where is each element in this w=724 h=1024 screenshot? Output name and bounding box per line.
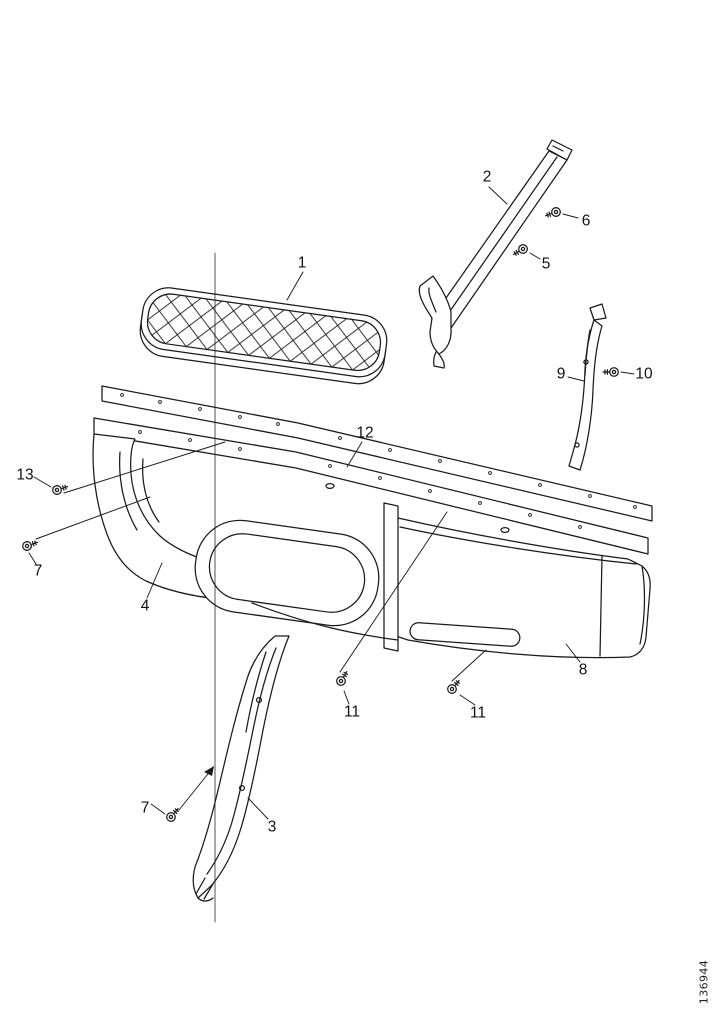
drawing-number: 136944 (697, 959, 711, 1005)
part-bumper-end-cap (395, 517, 651, 659)
screw-icon-6 (543, 205, 563, 221)
part-lower-bracket (192, 635, 290, 902)
callout-2: 2 (482, 168, 492, 186)
part-mounting-rail (101, 385, 653, 522)
callout-4: 4 (140, 597, 150, 615)
part-side-bracket-right (568, 303, 607, 471)
callout-8: 8 (578, 661, 588, 679)
screw-icon-7-left (20, 537, 40, 553)
part-step-opening-ring (194, 519, 380, 627)
callout-10: 10 (635, 365, 653, 383)
callout-12: 12 (356, 424, 374, 442)
callout-9: 9 (556, 365, 566, 383)
callout-7-left: 7 (33, 562, 43, 580)
callout-5: 5 (541, 255, 551, 273)
bolt-icon-10 (602, 367, 619, 377)
bolt-icon-11-right (445, 677, 463, 696)
part-upper-rail (418, 139, 573, 369)
callout-11-right: 11 (469, 704, 487, 722)
callout-13: 13 (16, 466, 34, 484)
callout-7-bottom: 7 (140, 799, 150, 817)
screw-icon-13 (50, 481, 70, 497)
leader-lines (28, 186, 635, 820)
bolt-icon-11-left (334, 668, 352, 688)
part-step-pad (139, 287, 388, 385)
part-bumper-lower-edge (251, 602, 399, 641)
callout-3: 3 (267, 818, 277, 836)
callout-6: 6 (581, 212, 591, 230)
screw-icon-7-bottom (164, 805, 182, 824)
arrowhead (204, 766, 214, 776)
part-center-support-bracket (383, 502, 399, 652)
screw-icon-5 (510, 242, 530, 259)
callout-1: 1 (297, 254, 307, 272)
callout-11-left: 11 (343, 703, 361, 721)
